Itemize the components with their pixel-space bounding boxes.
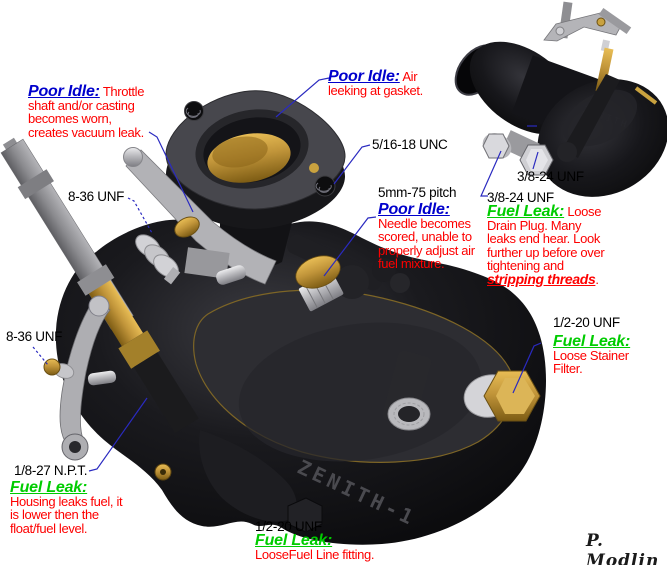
strainer-bolt — [463, 370, 541, 422]
drain-tube — [382, 350, 432, 431]
annotation-heading: Fuel Leak: — [487, 203, 565, 220]
label-1-2-20-unf-right: 1/2-20 UNF — [553, 315, 620, 330]
drain-plug-bolt-b — [519, 144, 554, 176]
label-3-8-24-unf-a: 3/8-24 UNF — [517, 169, 584, 184]
leader-3-8-unf-b — [480, 150, 502, 197]
label-1-2-20-unf-bottom: 1/2-20 UNF — [255, 519, 322, 534]
annotation-heading: Fuel Leak: — [255, 532, 333, 549]
secondary-carburetor: ZENITH — [454, 1, 667, 197]
fuel-line-fitting — [287, 497, 323, 533]
leader-5-16-unc — [333, 144, 371, 185]
thread-hole-right — [314, 175, 336, 197]
body-boss-2 — [372, 258, 396, 282]
leader-poor-idle-throttle — [148, 131, 194, 213]
leader-npt — [88, 397, 148, 472]
annotation-fuel-leak-drain: Fuel Leak: Loose Drain Plug. Many leaks … — [487, 203, 605, 287]
annotation-heading: Poor Idle: — [378, 201, 450, 218]
secondary-throttle-lever — [543, 1, 632, 42]
annotation-fuel-leak-line: Fuel Leak: LooseFuel Line fitting. — [255, 532, 400, 561]
leader-8-36-top — [127, 197, 153, 234]
leader-8-36-left — [32, 346, 49, 366]
leader-strainer — [512, 342, 542, 394]
annotation-heading: Poor Idle: — [328, 68, 400, 85]
body-boss-3 — [390, 273, 410, 293]
leader-poor-idle-needle — [323, 216, 377, 277]
drain-plug-bolt-a — [482, 133, 512, 159]
leader-3-8-unf-a — [532, 151, 539, 170]
annotation-heading: Fuel Leak: — [10, 479, 88, 496]
leader-lines — [32, 77, 542, 472]
secondary-link-end — [557, 142, 577, 162]
throttle-lever — [123, 147, 277, 285]
secondary-needle — [595, 39, 614, 93]
label-5mm-75-pitch: 5mm-75 pitch — [378, 185, 457, 200]
annotation-heading: Poor Idle: — [28, 83, 100, 100]
gold-pin — [634, 86, 658, 105]
brass-plug-dot-center — [160, 469, 166, 475]
signature: P. Modlin — [586, 531, 660, 565]
annotation-heading: Fuel Leak: — [553, 333, 631, 350]
label-8-36-unf-top: 8-36 UNF — [68, 189, 125, 204]
label-8-36-unf-left: 8-36 UNF — [6, 329, 63, 344]
secondary-link-arm — [562, 74, 620, 158]
annotation-fuel-leak-housing: Fuel Leak: Housing leaks fuel, it is low… — [10, 479, 140, 535]
thread-hole-left — [184, 101, 204, 121]
main-carburetor: ZENITH-1 — [0, 90, 547, 545]
fuel-line-elbow — [199, 430, 297, 522]
annotation-poor-idle-throttle: Poor Idle: Throttle shaft and/or casting… — [28, 83, 145, 140]
stripping-threads-emphasis: stripping threads — [487, 270, 596, 287]
label-3-8-24-unf-b: 3/8-24 UNF — [487, 190, 554, 205]
annotation-poor-idle-gasket: Poor Idle: Air leeking at gasket. — [328, 68, 423, 98]
annotation-poor-idle-needle: Poor Idle: Needle becomes scored, unable… — [378, 201, 500, 271]
needle-valve — [295, 255, 344, 312]
annotation-fuel-leak-strainer: Fuel Leak: Loose Stainer Filter. — [553, 333, 657, 376]
leader-poor-idle-gasket — [275, 77, 330, 118]
top-flange — [165, 90, 346, 230]
label-1-8-27-npt: 1/8-27 N.P.T. — [14, 463, 88, 478]
idle-screw-cluster — [135, 234, 181, 285]
label-5-16-18-unc: 5/16-18 UNC — [372, 137, 448, 152]
body-boss-1 — [335, 265, 369, 299]
float-lever — [43, 295, 117, 461]
brass-screw-8-36 — [43, 358, 61, 376]
